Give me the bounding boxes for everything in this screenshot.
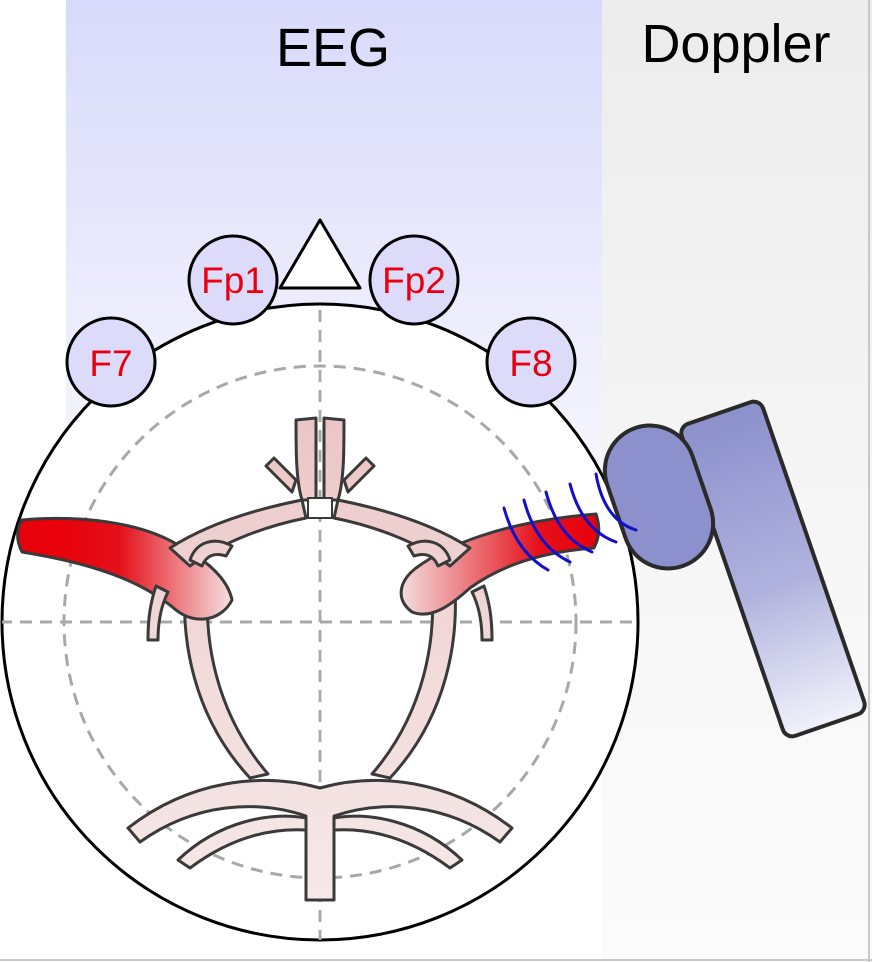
posterior-communicating-right <box>370 558 457 780</box>
ultrasound-wave-3 <box>544 490 594 554</box>
electrode-fp2-label: Fp2 <box>382 260 446 301</box>
electrode-f8-disc <box>485 316 577 408</box>
doppler-panel-title: Doppler <box>641 14 830 74</box>
probe-handle <box>679 399 867 739</box>
middle-cerebral-left <box>16 517 234 621</box>
ultrasound-wave-4 <box>568 482 618 544</box>
electrode-f7-disc <box>65 316 157 408</box>
doppler-probe <box>602 399 867 739</box>
electrode-f8-label: F8 <box>509 343 552 384</box>
posterior-arch-outer <box>126 779 514 902</box>
middle-cerebral-left-twig <box>146 584 170 642</box>
electrode-fp1-label: Fp1 <box>201 260 265 301</box>
electrode-f8: F8 <box>485 316 577 408</box>
electrode-f7-label: F7 <box>89 343 132 384</box>
ultrasound-waves <box>502 472 638 572</box>
electrode-fp1: Fp1 <box>187 234 279 326</box>
ultrasound-wave-2 <box>522 498 572 564</box>
anterior-cerebral-left <box>294 416 318 502</box>
posterior-arch-inner <box>176 814 464 870</box>
ultrasound-wave-1 <box>502 506 550 572</box>
anterior-branch-left <box>264 456 298 494</box>
middle-cerebral-right-hook <box>406 539 452 568</box>
middle-cerebral-right-twig <box>470 584 494 642</box>
anterior-branch-right <box>342 456 376 494</box>
ultrasound-wave-5 <box>594 472 638 532</box>
electrode-f7: F7 <box>65 316 157 408</box>
eeg-panel-title: EEG <box>276 18 390 78</box>
cerebral-arteries <box>16 416 601 902</box>
electrode-fp2-disc <box>368 234 460 326</box>
anterior-cerebral-right <box>322 416 346 502</box>
anterior-communicating <box>307 497 333 519</box>
nose-marker <box>278 218 362 290</box>
middle-cerebral-left-hook <box>188 539 234 568</box>
electrode-fp2: Fp2 <box>368 234 460 326</box>
probe-head <box>602 423 716 571</box>
electrode-fp1-disc <box>187 234 279 326</box>
